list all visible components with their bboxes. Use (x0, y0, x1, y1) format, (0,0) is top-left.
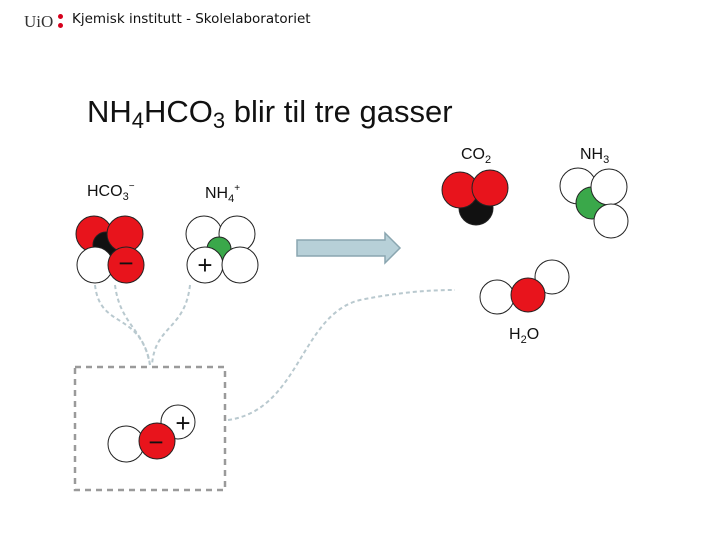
label-hco3: HCO3− (87, 181, 135, 203)
label-nh3-sub: 3 (603, 154, 610, 166)
header-title: Kjemisk institutt - Skolelaboratoriet (72, 11, 311, 27)
label-nh3: NH3 (580, 146, 610, 166)
label-co2-base: CO (461, 146, 485, 163)
box-plus-sign: + (175, 408, 190, 438)
label-nh4-sub: 4 (228, 193, 235, 205)
co2-oxygen-2 (471, 169, 509, 207)
reaction-arrow-icon (296, 231, 402, 265)
dashed-paths (94, 284, 456, 421)
logo-dots-icon (58, 14, 66, 30)
title-part-hco: HCO (144, 94, 213, 129)
nh4-hydrogen-4 (221, 246, 259, 284)
dashed-box (73, 365, 227, 492)
title-sub-3: 3 (212, 108, 226, 133)
label-h2o: H2O (509, 326, 540, 346)
uio-logo: UiO (24, 12, 54, 31)
box-molecule (107, 404, 196, 463)
label-co2: CO2 (461, 146, 492, 166)
label-h2o-rest: O (526, 326, 540, 343)
box-oxygen (138, 422, 176, 460)
dashed-path-hco3-right (114, 284, 151, 366)
title-part-rest: blir til tre gasser (225, 94, 453, 129)
h2o-hydrogen-2 (534, 259, 570, 295)
box-hydrogen (107, 425, 145, 463)
hco3-oxygen-3 (107, 246, 145, 284)
label-nh4: NH4+ (205, 183, 241, 205)
label-nh4-sup: + (234, 183, 241, 194)
nh3-hydrogen-3 (593, 203, 629, 239)
hco3-molecule (75, 215, 145, 284)
title-sub-4: 4 (131, 108, 145, 133)
h2o-molecule (479, 259, 570, 315)
dashed-path-hco3-left (94, 284, 151, 366)
label-h2o-base: H (509, 326, 521, 343)
dashed-path-to-water (227, 289, 456, 421)
box-minus-sign: − (148, 427, 163, 457)
label-h2o-sub: 2 (520, 334, 527, 346)
label-nh3-base: NH (580, 146, 604, 163)
label-hco3-base: HCO (87, 183, 123, 200)
nh4-plus-sign: + (197, 250, 212, 280)
nh4-molecule (185, 215, 259, 284)
co2-molecule (441, 169, 509, 226)
nh3-molecule (559, 167, 629, 239)
hco3-minus-sign: − (118, 248, 133, 278)
dashed-path-nh4 (151, 284, 191, 366)
h2o-hydrogen-1 (479, 279, 515, 315)
title-part-nh: NH (87, 94, 132, 129)
nh3-hydrogen-2 (590, 168, 628, 206)
h2o-oxygen (510, 277, 546, 313)
label-co2-sub: 2 (485, 154, 492, 166)
label-nh4-base: NH (205, 185, 229, 202)
label-hco3-sup: − (128, 181, 135, 192)
label-hco3-sub: 3 (122, 191, 129, 203)
header-bar: UiO Kjemisk institutt - Skolelaboratorie… (0, 0, 720, 42)
slide-title: NH4HCO3 blir til tre gasser (87, 94, 453, 133)
